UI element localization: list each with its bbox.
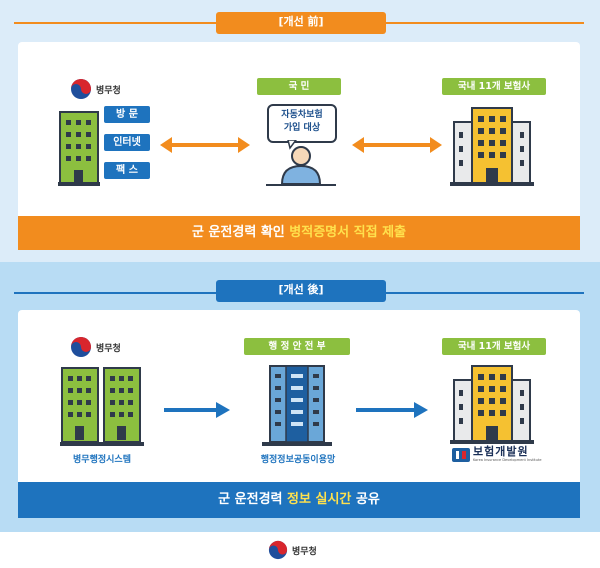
bubble-line-2: 가입 대상 bbox=[283, 123, 321, 133]
ministry-system-label: 행정정보공동이용망 bbox=[260, 455, 336, 465]
after-summary-banner: 군 운전경력 정보 실시간 공유 bbox=[18, 482, 580, 518]
double-arrow-icon bbox=[352, 137, 442, 153]
mma-logo-before: 병무청 bbox=[70, 78, 121, 100]
agency-name: 병무청 bbox=[96, 343, 121, 354]
before-summary-banner: 군 운전경력 확인 병적증명서 직접 제출 bbox=[18, 216, 580, 250]
kidi-logo: 보험개발원 Korea Insurance Development Instit… bbox=[452, 446, 542, 463]
taegeuk-icon bbox=[71, 337, 91, 357]
agency-name: 병무청 bbox=[96, 85, 121, 96]
mma-system-label: 병무행정시스템 bbox=[73, 455, 131, 465]
channel-internet: 인터넷 bbox=[104, 134, 150, 151]
taegeuk-icon bbox=[71, 79, 91, 99]
channel-fax: 팩 스 bbox=[104, 162, 150, 179]
mma-system-buildings-icon bbox=[60, 367, 144, 446]
person-icon bbox=[266, 140, 336, 186]
kidi-name: 보험개발원 bbox=[473, 445, 529, 458]
citizen-speech-bubble: 자동차보험 가입 대상 bbox=[267, 104, 337, 143]
taegeuk-icon bbox=[268, 540, 288, 560]
mma-building-icon bbox=[58, 111, 100, 186]
before-tab: [개선 前] bbox=[216, 12, 386, 34]
banner-highlight-info: 정보 bbox=[287, 492, 311, 507]
kidi-logo-icon bbox=[452, 447, 470, 462]
after-tab: [개선 後] bbox=[216, 280, 386, 302]
citizen-label: 국 민 bbox=[257, 78, 341, 95]
banner-highlight: 병적증명서 직접 제출 bbox=[289, 225, 406, 240]
ministry-building-icon bbox=[262, 365, 332, 446]
insurer-building-icon bbox=[450, 107, 534, 186]
double-arrow-icon bbox=[160, 137, 250, 153]
arrow-right-icon bbox=[164, 402, 230, 418]
banner-suffix: 공유 bbox=[351, 492, 380, 507]
insurer-building-icon bbox=[450, 365, 534, 444]
insurers-label: 국내 11개 보험사 bbox=[442, 78, 546, 95]
kidi-subtitle: Korea Insurance Development Institute bbox=[473, 458, 542, 462]
banner-text: 군 운전경력 bbox=[218, 492, 288, 507]
banner-highlight-realtime: 실시간 bbox=[315, 492, 352, 507]
mma-logo-after: 병무청 bbox=[70, 336, 121, 358]
footer-agency-name: 병무청 bbox=[292, 546, 317, 557]
channel-visit: 방 문 bbox=[104, 106, 150, 123]
arrow-right-icon bbox=[356, 402, 428, 418]
insurers-label: 국내 11개 보험사 bbox=[442, 338, 546, 355]
ministry-label: 행 정 안 전 부 bbox=[244, 338, 350, 355]
banner-text: 군 운전경력 확인 bbox=[191, 225, 290, 240]
footer-logo: 병무청 bbox=[268, 540, 317, 560]
bubble-line-1: 자동차보험 bbox=[281, 110, 323, 120]
